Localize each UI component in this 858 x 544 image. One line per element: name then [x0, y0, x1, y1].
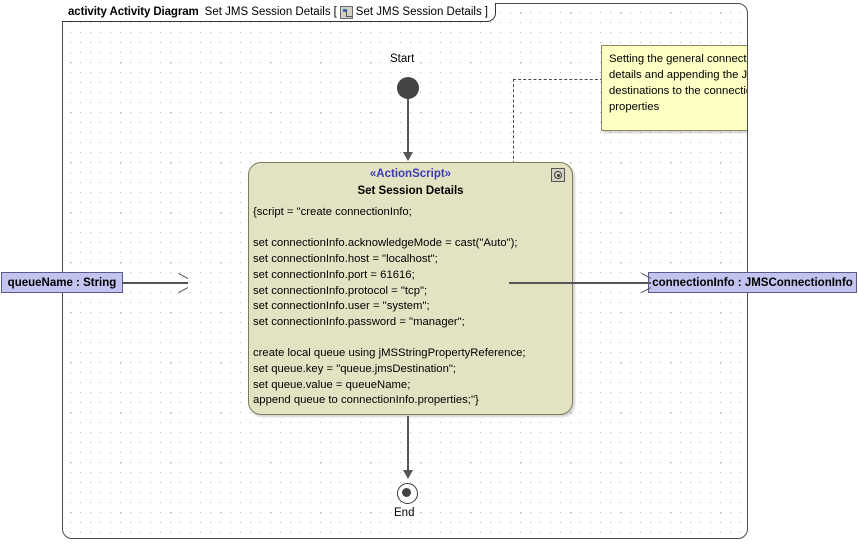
diagram-frame-keyword: activity Activity Diagram	[68, 6, 199, 18]
end-node-label: End	[394, 507, 415, 519]
note-anchor-line-horizontal	[513, 79, 603, 80]
action-node-set-session-details[interactable]: «ActionScript» Set Session Details {scri…	[248, 162, 573, 415]
activity-parameter-input-label: queueName : String	[7, 276, 117, 289]
action-stereotype: «ActionScript»	[369, 168, 452, 180]
arrow-head-right-icon	[640, 277, 649, 289]
arrow-head-down-icon	[403, 470, 413, 479]
note-anchor-line-vertical	[513, 79, 514, 164]
start-node-label: Start	[390, 53, 415, 65]
frame-bracket-open: [	[333, 6, 337, 18]
frame-bracket-close: ]	[484, 6, 488, 18]
comment-note-text: Setting the general connection details a…	[609, 53, 748, 113]
arrow-head-down-icon	[403, 152, 413, 161]
action-script-icon	[551, 168, 565, 182]
action-script-body: {script = "create connectionInfo; set co…	[253, 206, 526, 407]
edge-input-parameter-to-action[interactable]	[122, 282, 188, 284]
initial-node-icon[interactable]	[397, 77, 419, 99]
activity-parameter-node-output[interactable]: connectionInfo : JMSConnectionInfo	[648, 272, 857, 293]
activity-diagram-canvas: Start Setting the general connection det…	[62, 3, 748, 539]
activity-parameter-output-label: connectionInfo : JMSConnectionInfo	[652, 276, 853, 289]
activity-diagram-icon	[339, 5, 353, 19]
diagram-qualified-name: Set JMS Session Details	[355, 6, 482, 18]
comment-note[interactable]: Setting the general connection details a…	[601, 45, 748, 131]
edge-action-to-output-parameter[interactable]	[509, 282, 651, 284]
action-title: Set Session Details	[357, 185, 464, 197]
diagram-frame-name: Set JMS Session Details	[204, 6, 331, 18]
edge-action-to-end[interactable]	[407, 416, 409, 472]
activity-final-node-icon[interactable]	[397, 483, 418, 504]
activity-parameter-node-input[interactable]: queueName : String	[1, 272, 123, 293]
diagram-frame-header: activity Activity Diagram Set JMS Sessio…	[62, 3, 496, 22]
edge-start-to-action[interactable]	[407, 99, 409, 154]
arrow-head-right-icon	[177, 277, 186, 289]
